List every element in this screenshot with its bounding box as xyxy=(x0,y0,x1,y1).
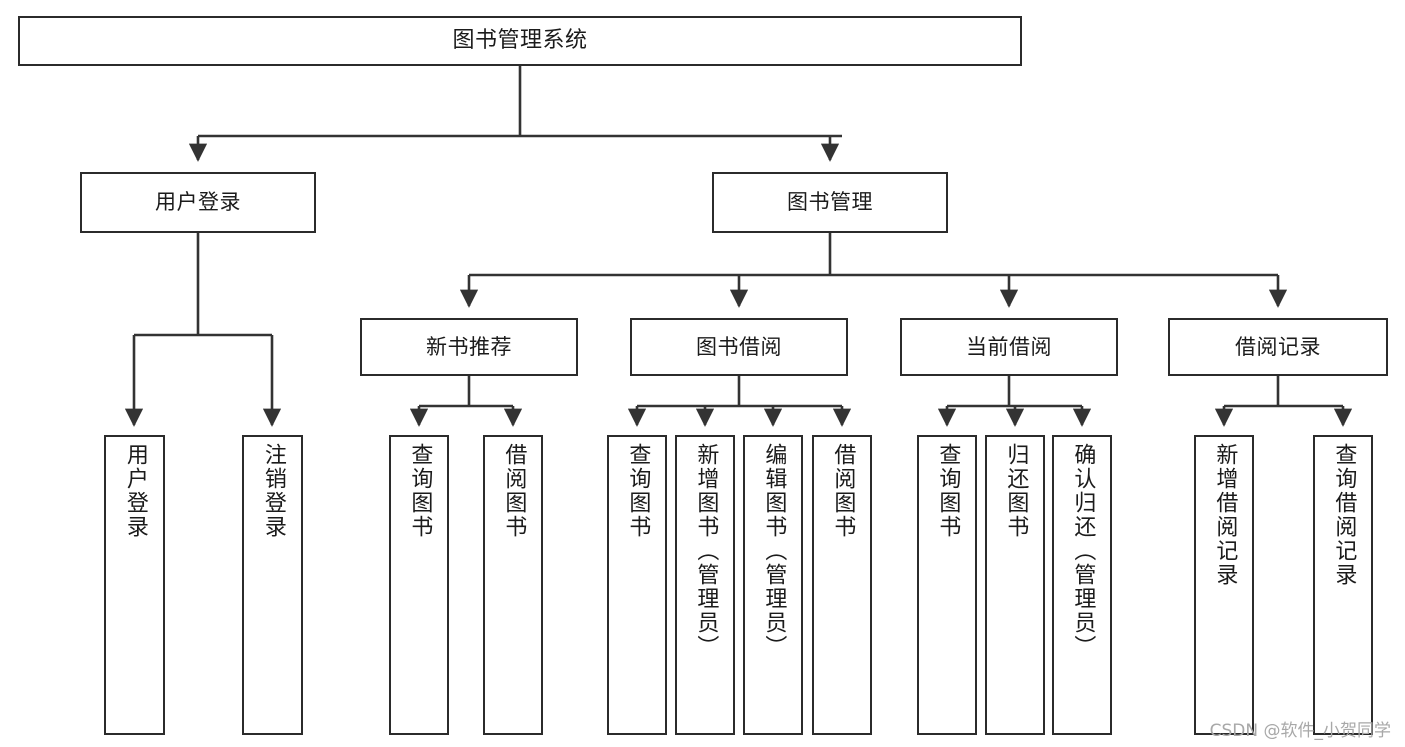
node-label: 查询图书 xyxy=(935,443,961,539)
node-root-book-management-system[interactable]: 图书管理系统 xyxy=(18,16,1022,66)
leaf-add-borrow-record[interactable]: 新增借阅记录 xyxy=(1194,435,1254,735)
node-label: 查询图书 xyxy=(625,443,651,539)
leaf-borrow-books-recommendation[interactable]: 借阅图书 xyxy=(483,435,543,735)
node-label: 图书管理系统 xyxy=(452,28,588,54)
leaf-logout[interactable]: 注销登录 xyxy=(242,435,303,735)
leaf-add-book-admin[interactable]: 新增图书（管理员） xyxy=(675,435,735,735)
node-borrowing-record[interactable]: 借阅记录 xyxy=(1168,318,1388,376)
node-book-borrowing[interactable]: 图书借阅 xyxy=(630,318,848,376)
node-label: 借阅图书 xyxy=(830,443,856,539)
node-user-login[interactable]: 用户登录 xyxy=(80,172,316,233)
node-label: 确认归还（管理员） xyxy=(1070,443,1096,659)
node-label: 编辑图书（管理员） xyxy=(761,443,787,659)
node-label: 当前借阅 xyxy=(966,334,1052,359)
leaf-query-books-current[interactable]: 查询图书 xyxy=(917,435,977,735)
node-label: 查询图书 xyxy=(407,443,433,539)
leaf-query-borrow-record[interactable]: 查询借阅记录 xyxy=(1313,435,1373,735)
node-label: 图书借阅 xyxy=(696,334,782,359)
node-label: 新增借阅记录 xyxy=(1212,443,1238,587)
node-label: 新增图书（管理员） xyxy=(693,443,719,659)
node-label: 新书推荐 xyxy=(426,334,512,359)
node-label: 查询借阅记录 xyxy=(1331,443,1357,587)
node-label: 注销登录 xyxy=(260,443,286,539)
leaf-borrow-books[interactable]: 借阅图书 xyxy=(812,435,872,735)
node-label: 图书管理 xyxy=(787,190,873,215)
csdn-watermark: CSDN @软件_小贺同学 xyxy=(1209,721,1391,741)
leaf-edit-book-admin[interactable]: 编辑图书（管理员） xyxy=(743,435,803,735)
node-label: 用户登录 xyxy=(155,190,241,215)
leaf-return-books[interactable]: 归还图书 xyxy=(985,435,1045,735)
leaf-query-books-borrowing[interactable]: 查询图书 xyxy=(607,435,667,735)
node-new-book-recommendation[interactable]: 新书推荐 xyxy=(360,318,578,376)
node-label: 归还图书 xyxy=(1003,443,1029,539)
node-label: 借阅图书 xyxy=(501,443,527,539)
node-book-management[interactable]: 图书管理 xyxy=(712,172,948,233)
node-label: 用户登录 xyxy=(122,443,148,539)
leaf-query-books-recommendation[interactable]: 查询图书 xyxy=(389,435,449,735)
node-label: 借阅记录 xyxy=(1235,334,1321,359)
node-current-borrowing[interactable]: 当前借阅 xyxy=(900,318,1118,376)
leaf-confirm-return-admin[interactable]: 确认归还（管理员） xyxy=(1052,435,1112,735)
leaf-user-login[interactable]: 用户登录 xyxy=(104,435,165,735)
